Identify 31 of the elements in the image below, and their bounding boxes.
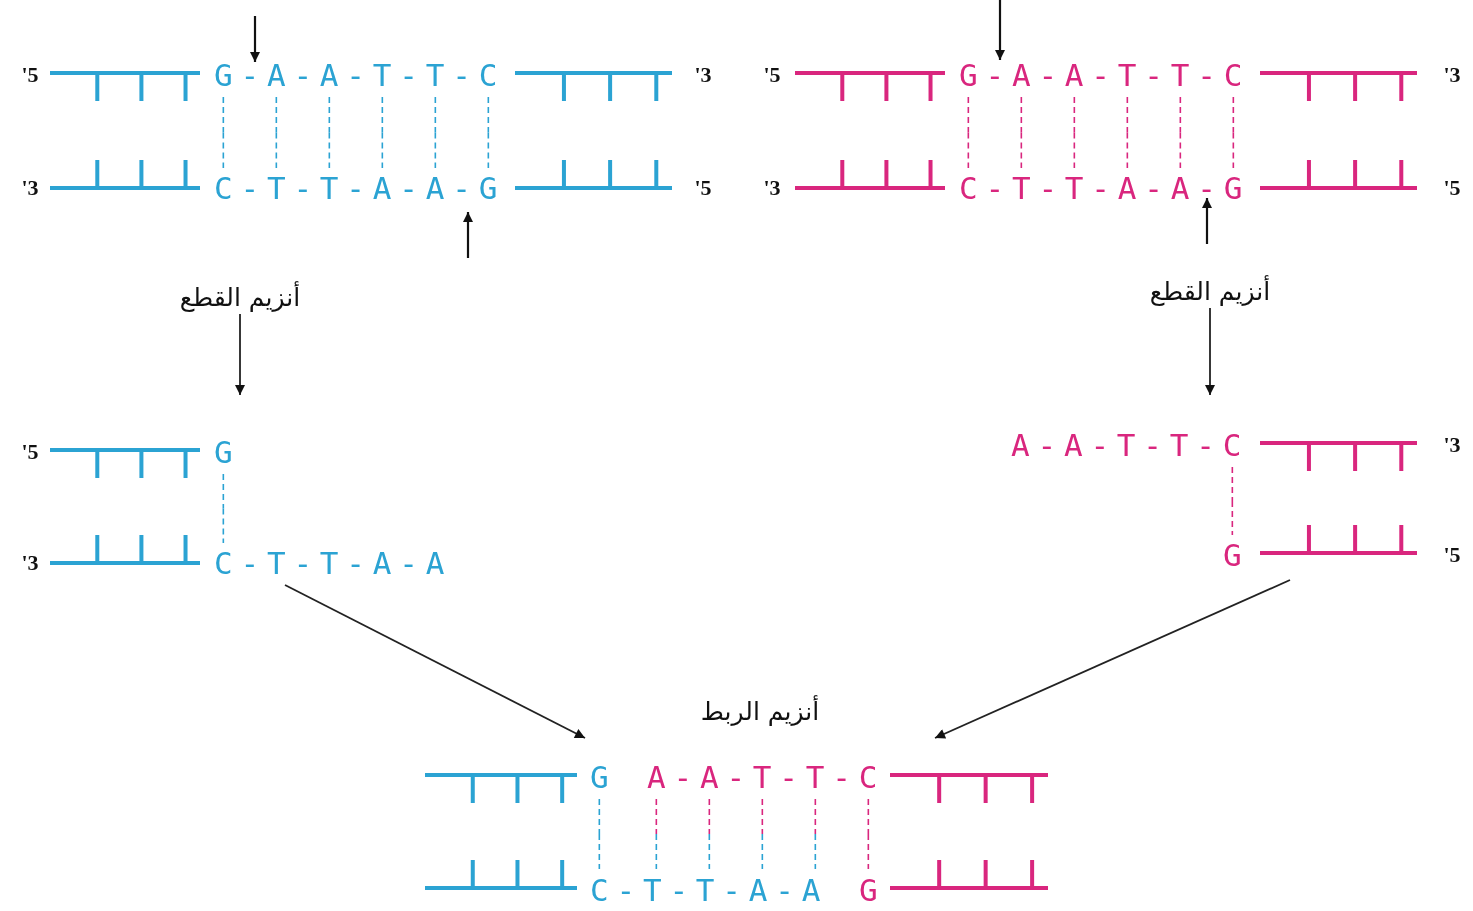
- strand-end-label: '5: [763, 63, 781, 87]
- enzyme-label: أنزيم الربط: [700, 696, 820, 728]
- base-sequence: A-A-T-T-C: [1011, 428, 1250, 462]
- strand-end-label: '3: [1443, 433, 1461, 457]
- arrow: [284, 584, 586, 739]
- strand-end-label: '5: [21, 440, 39, 464]
- arrow: [235, 313, 245, 396]
- base-sequence: G: [859, 873, 886, 907]
- strand-end-label: '5: [1443, 176, 1461, 200]
- strand-end-label: '3: [763, 176, 781, 200]
- base-sequence: C-T-T-A-A-G: [959, 171, 1251, 205]
- arrow: [1205, 307, 1215, 396]
- strand-end-label: '5: [694, 176, 712, 200]
- base-sequence: C-T-T-A-A-G: [214, 171, 506, 205]
- strand-end-label: '3: [21, 176, 39, 200]
- enzyme-label: أنزيم القطع: [179, 282, 301, 314]
- base-sequence: G: [1223, 538, 1250, 572]
- base-sequence: G: [590, 760, 617, 794]
- base-sequence: C-T-T-A-A: [214, 546, 453, 580]
- base-sequence: G: [214, 435, 241, 469]
- base-sequence: G-A-A-T-T-C: [214, 58, 506, 92]
- strand-end-label: '3: [1443, 63, 1461, 87]
- base-sequence: C-T-T-A-A: [590, 873, 829, 907]
- enzyme-label: أنزيم القطع: [1149, 276, 1271, 308]
- strand-end-label: '5: [1443, 543, 1461, 567]
- strand-end-label: '3: [694, 63, 712, 87]
- base-sequence: G-A-A-T-T-C: [959, 58, 1251, 92]
- arrow: [934, 579, 1291, 739]
- strand-end-label: '3: [21, 551, 39, 575]
- strand-end-label: '5: [21, 63, 39, 87]
- base-sequence: A-A-T-T-C: [647, 760, 886, 794]
